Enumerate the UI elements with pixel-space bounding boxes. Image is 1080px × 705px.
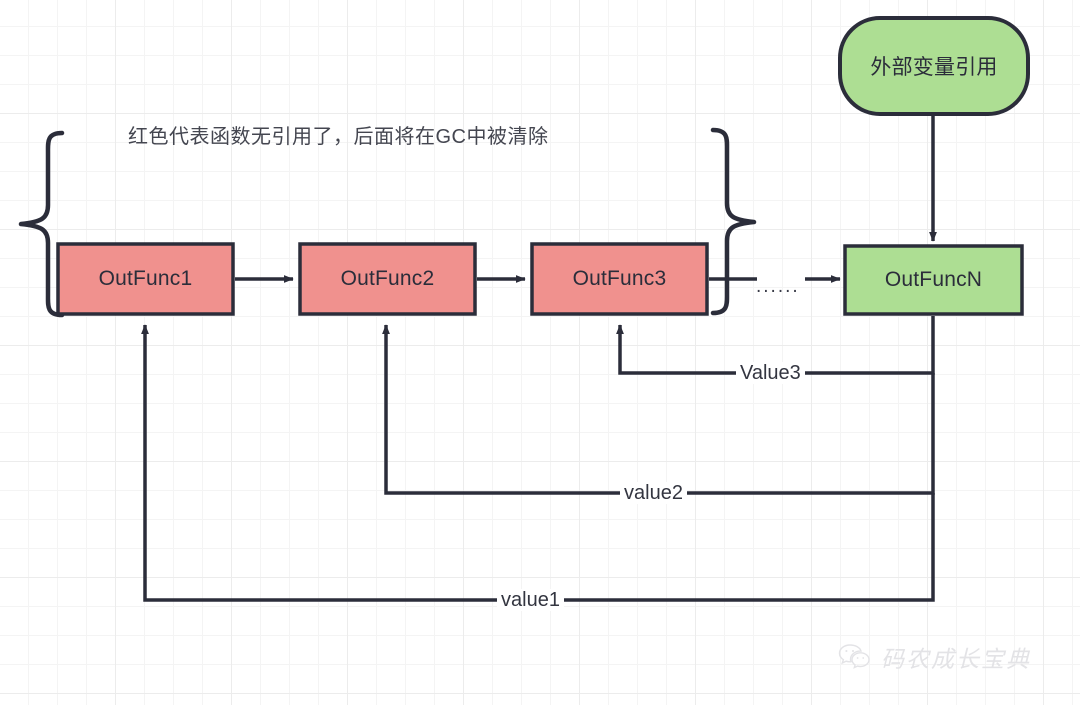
ellipsis-label: ......	[756, 276, 800, 297]
node-shape-outfunc3[interactable]	[530, 242, 709, 316]
edge-label-value3: Value3	[736, 362, 805, 384]
edge-label-value1: value1	[497, 589, 564, 611]
node-shape-outfuncn[interactable]	[843, 244, 1024, 316]
node-shape-external-ref[interactable]	[838, 16, 1030, 116]
edge-value1-path	[141, 324, 935, 602]
brace-left	[18, 130, 65, 318]
node-shape-outfunc1[interactable]	[56, 242, 235, 316]
edge-value2-path	[382, 324, 935, 495]
brace-right	[710, 127, 757, 316]
edge-label-value2: value2	[620, 482, 687, 504]
wechat-icon	[838, 644, 870, 669]
watermark: 码农成长宝典	[838, 640, 1031, 674]
node-shape-outfunc2[interactable]	[298, 242, 477, 316]
watermark-text: 码农成长宝典	[881, 647, 1031, 672]
annotation-text: 红色代表函数无引用了，后面将在GC中被清除	[128, 126, 549, 148]
